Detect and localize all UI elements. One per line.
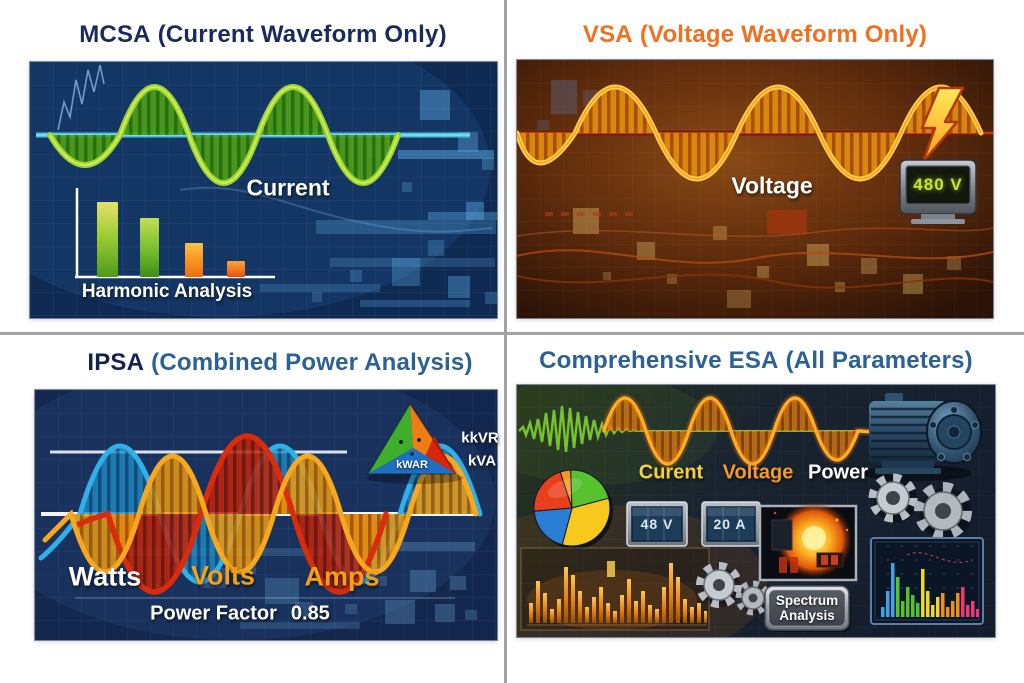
- current-wave-label: Current: [246, 174, 330, 201]
- ipsa-title-acronym: IPSA: [87, 349, 145, 376]
- voltage-meter-small: [626, 501, 688, 547]
- esa-panel: Curent Voltage Power 48 V 20 A Spectrum …: [517, 385, 995, 637]
- esa-current-meter-value: 20 A: [713, 516, 747, 532]
- amps-label: Amps: [304, 561, 380, 592]
- amps-sine-stroke: [42, 453, 479, 575]
- mcsa-title-rest: (Current Waveform Only): [157, 21, 447, 48]
- vsa-title-rest: (Voltage Waveform Only): [639, 21, 928, 48]
- voltage-wave-label: Voltage: [731, 172, 813, 199]
- esa-voltage-meter-value: 48 V: [640, 516, 674, 532]
- triangle-kwar-label: kWAR: [396, 459, 428, 471]
- vsa-title: VSA(Voltage Waveform Only): [583, 21, 927, 49]
- equalizer-bars: [520, 547, 710, 631]
- trend-line-decoration: [57, 64, 105, 131]
- power-triangle: [366, 402, 463, 484]
- mcsa-title-acronym: MCSA: [79, 21, 151, 48]
- spectrum-analysis-button-label: Spectrum Analysis: [776, 593, 838, 623]
- ipsa-panel: Watts Volts Amps Power Factor 0.85 kkVR k…: [35, 390, 499, 640]
- ipsa-title: IPSA(Combined Power Analysis): [87, 349, 472, 377]
- pie-chart: [533, 469, 613, 549]
- ipsa-title-rest: (Combined Power Analysis): [151, 349, 473, 376]
- mcsa-panel: Current Harmonic Analysis: [30, 62, 497, 318]
- triangle-kva-label: kVA: [467, 452, 497, 470]
- esa-power-label: Power: [807, 461, 869, 484]
- esa-illustration: [517, 385, 995, 637]
- spectrum-analysis-button: [764, 585, 851, 632]
- gear-icon-large-pair: [868, 473, 972, 540]
- mcsa-illustration: [30, 62, 497, 318]
- power-factor-value: 0.85: [290, 602, 330, 625]
- vsa-illustration: [517, 60, 993, 318]
- divider-vertical: [504, 0, 507, 683]
- triangle-kkvr-label: kkVR: [461, 429, 499, 447]
- esa-title-rest: (All Parameters): [785, 347, 973, 374]
- voltage-meter: [899, 159, 977, 224]
- volts-sine-stroke: [72, 433, 389, 595]
- lightning-bolt-icon: [920, 86, 965, 164]
- watts-label: Watts: [68, 561, 142, 592]
- voltage-sine-wave: [517, 84, 984, 182]
- mcsa-title: MCSA(Current Waveform Only): [79, 21, 447, 49]
- current-meter-small: [701, 501, 761, 547]
- spectrum-chart: [870, 537, 984, 625]
- spectrum-analysis-line1: Spectrum: [775, 593, 839, 608]
- thermal-image: [758, 502, 858, 582]
- ipsa-illustration: [35, 390, 497, 640]
- divider-horizontal: [0, 332, 1024, 335]
- voltage-meter-value: 480 V: [913, 175, 963, 194]
- motor-icon: [862, 393, 982, 481]
- vsa-title-acronym: VSA: [582, 21, 633, 48]
- spectrum-analysis-line2: Analysis: [779, 608, 835, 623]
- harmonic-bar-chart: [75, 188, 275, 279]
- volts-label: Volts: [190, 560, 256, 591]
- power-factor-label: Power Factor: [150, 602, 277, 625]
- current-sine-wave: [47, 84, 401, 186]
- harmonic-analysis-label: Harmonic Analysis: [81, 281, 253, 302]
- esa-title-acronym: Comprehensive ESA: [539, 347, 779, 374]
- vsa-panel: Voltage 480 V: [517, 60, 993, 318]
- esa-title: Comprehensive ESA(All Parameters): [539, 347, 973, 375]
- esa-current-label: Curent: [638, 461, 704, 484]
- esa-sine-wave: [600, 394, 877, 468]
- noise-waveform: [518, 405, 636, 453]
- power-factor-readout: Power Factor 0.85: [150, 603, 330, 626]
- esa-voltage-label: Voltage: [722, 461, 794, 484]
